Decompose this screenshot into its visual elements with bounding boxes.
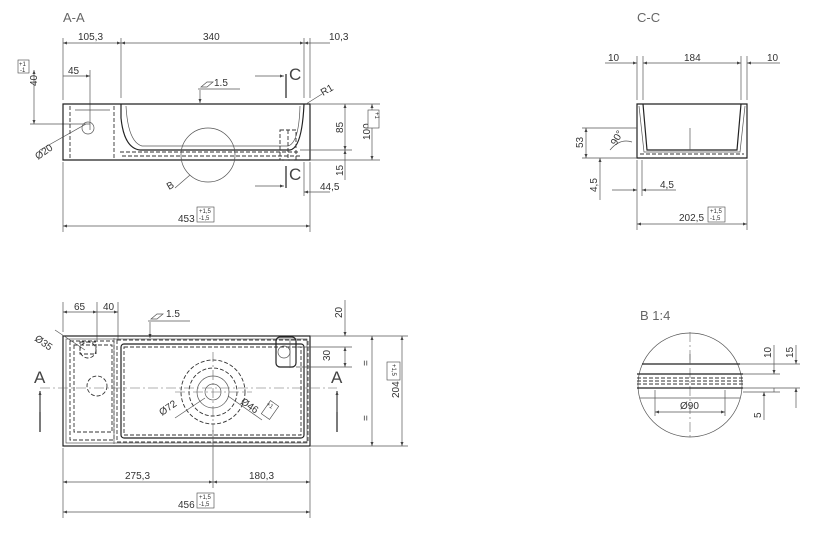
detail-b-view: B 1:4 Ø90 10 15 5	[637, 308, 800, 438]
tolerance-box-204: +1,5	[386, 361, 401, 381]
dim-b-5: 5	[753, 412, 764, 418]
section-cc-view: C-C 10 184 10 53 90° 4,5 4,5	[575, 10, 780, 230]
tolerance-box-202-5: +1,5 -1,5	[707, 206, 726, 223]
dim-456: 456	[178, 500, 195, 511]
dim-30: 30	[322, 349, 333, 361]
tolerance-box-46: +1	[260, 400, 280, 420]
svg-text:+1,5: +1,5	[199, 495, 212, 501]
svg-text:-1: -1	[20, 68, 26, 74]
section-mark-a-right: A	[331, 368, 343, 387]
svg-text:-1,5: -1,5	[199, 502, 210, 508]
dim-100: 100	[362, 123, 373, 140]
dim-eq-top: =	[361, 360, 372, 366]
dim-85: 85	[335, 121, 346, 133]
dim-eq-bottom: =	[361, 415, 372, 421]
detail-ref-b: B	[165, 180, 177, 193]
dim-184: 184	[684, 53, 701, 64]
svg-text:+1,5: +1,5	[390, 364, 396, 377]
svg-text:+1,5: +1,5	[710, 209, 723, 215]
dim-105-3: 105,3	[78, 32, 103, 43]
overflow-detail	[275, 336, 297, 368]
dim-44-5: 44,5	[320, 182, 340, 193]
dim-20: 20	[334, 306, 345, 318]
basin-plan-outline	[62, 335, 311, 447]
cc-section-outline	[636, 103, 748, 159]
section-mark-a-left: A	[34, 368, 46, 387]
dim-202-5: 202,5	[679, 213, 704, 224]
dim-453: 453	[178, 214, 195, 225]
detail-b-circle	[637, 332, 743, 438]
dim-10-3: 10,3	[329, 32, 349, 43]
dim-53: 53	[575, 136, 586, 148]
dim-45: 45	[68, 66, 80, 77]
tolerance-box-100: +1	[367, 109, 380, 129]
dim-plan-40: 40	[103, 302, 115, 313]
svg-text:-1,5: -1,5	[710, 216, 721, 222]
dia-35: Ø35	[32, 333, 54, 353]
dia-90: Ø90	[680, 401, 699, 412]
dia-46: Ø46	[238, 396, 260, 416]
dim-204: 204	[391, 381, 402, 398]
tolerance-box-456: +1,5 -1,5	[196, 492, 215, 509]
plan-view: 65 40 1.5 Ø35 Ø72	[32, 300, 408, 518]
dim-cc-4-5-vert: 4,5	[589, 178, 600, 192]
dim-cc-10-left: 10	[608, 53, 620, 64]
dim-340: 340	[203, 32, 220, 43]
dim-40-left: 40	[29, 74, 40, 86]
section-aa-title: A-A	[63, 10, 85, 25]
dim-180-3: 180,3	[249, 471, 274, 482]
tolerance-box-453: +1,5 -1,5	[196, 206, 215, 223]
angle-90: 90°	[609, 129, 626, 148]
dim-cc-4-5-horiz: 4,5	[660, 180, 674, 191]
svg-text:+1: +1	[265, 402, 275, 411]
dim-b-10: 10	[763, 346, 774, 358]
plan-slope-1-5: 1.5	[166, 309, 180, 320]
dim-275-3: 275,3	[125, 471, 150, 482]
basin-bowl-profile	[120, 103, 305, 151]
svg-text:+1,5: +1,5	[199, 209, 212, 215]
dia-20: Ø20	[33, 142, 55, 162]
basin-bowl-plan	[120, 343, 305, 439]
cut-c-bottom: C	[289, 165, 301, 184]
detail-b-title: B 1:4	[640, 308, 670, 323]
section-aa-view: A-A 105,3 340 10,3 40 +1 -1 45	[17, 10, 380, 232]
slope-1-5: 1.5	[214, 78, 228, 89]
section-cc-title: C-C	[637, 10, 660, 25]
tolerance-box-40: +1 -1	[17, 59, 30, 74]
cut-c-top: C	[289, 65, 301, 84]
detail-b-callout	[180, 127, 236, 183]
dim-cc-10-right: 10	[767, 53, 779, 64]
svg-text:-1,5: -1,5	[199, 216, 210, 222]
dia-72: Ø72	[157, 398, 179, 418]
dim-65: 65	[74, 302, 86, 313]
dim-b-15: 15	[785, 346, 796, 358]
svg-text:+1: +1	[373, 112, 379, 120]
svg-text:+1: +1	[19, 62, 27, 68]
radius-r1: R1	[319, 82, 336, 98]
dim-15: 15	[335, 164, 346, 176]
